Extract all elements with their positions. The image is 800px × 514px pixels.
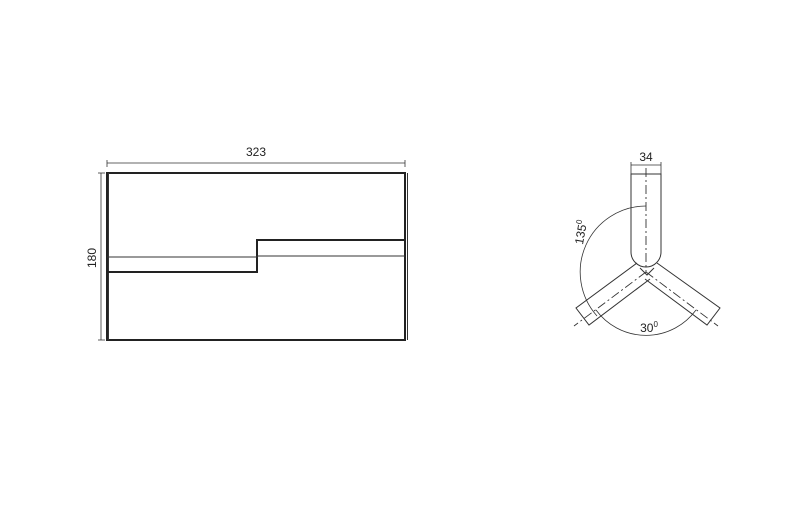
width-label: 323: [246, 145, 266, 159]
height-label: 180: [85, 248, 99, 268]
angle-label-30: 300: [640, 320, 658, 335]
shelf-step-lower: [107, 255, 405, 258]
left-arm: [575, 262, 651, 326]
tube-width-label: 34: [639, 150, 653, 164]
angle-arc-135: [579, 205, 647, 317]
right-arm: [644, 262, 721, 326]
vertical-tube: [630, 173, 662, 268]
angle-arc-30: [595, 309, 697, 336]
end-view: 1350 300 34: [571, 150, 721, 336]
right-centerline: [645, 271, 719, 327]
angle-label-135: 1350: [571, 218, 590, 245]
joint-notch: [639, 267, 655, 276]
left-centerline: [573, 271, 647, 327]
front-view: 323 180: [85, 145, 408, 341]
